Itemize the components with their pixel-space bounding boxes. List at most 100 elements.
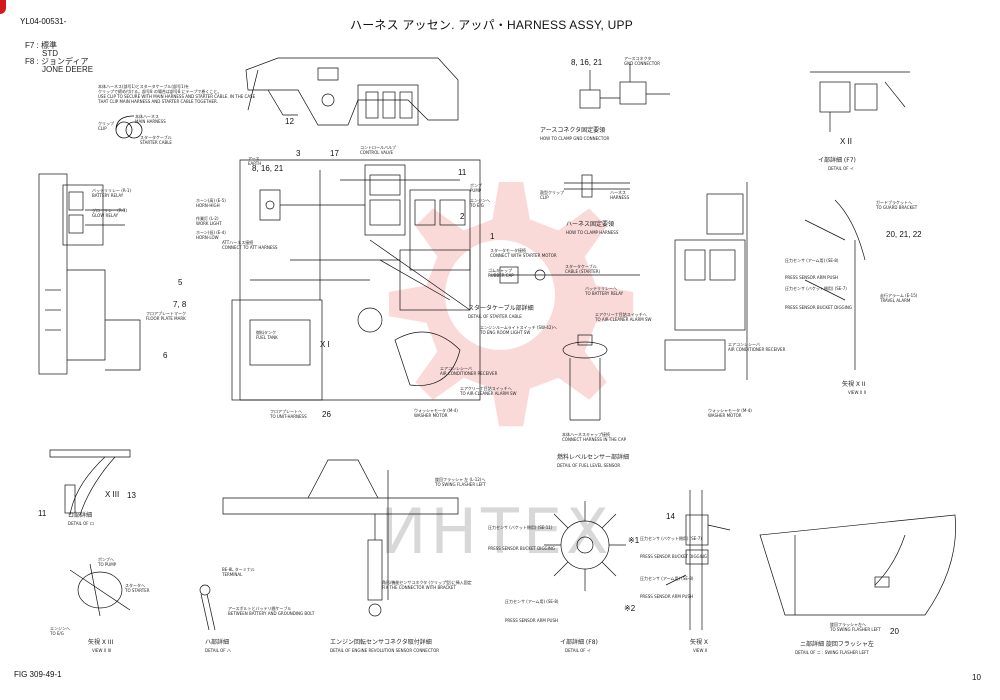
- engine-room-light-label-en: TO ENG ROOM LIGHT SW: [480, 330, 531, 335]
- view-x3-starter-label-en: TO STARTER: [125, 588, 150, 593]
- fuel-connect-label: 本体ハーネスキャップ接続: [562, 432, 610, 437]
- travel-alarm-label-en: TRAVEL ALARM: [880, 298, 911, 303]
- glow-relay-label: グローリレー (R-3): [92, 208, 127, 213]
- starter-detail-title-en: DETAIL OF STARTER CABLE: [468, 314, 522, 319]
- pump-label-en: PUMP: [470, 188, 482, 193]
- watermark-text: ИНТЕХ: [380, 495, 613, 568]
- view-x3-title: 矢視 X III: [88, 639, 114, 646]
- floor-plate-label-en: FLOOR PLATE MARK: [146, 316, 186, 321]
- detail-i-f7-title: イ部詳細 (F7): [818, 157, 856, 164]
- earth-connector-label-en: GND CONNECTOR: [624, 61, 661, 66]
- legend-f7: F7 : 標準: [25, 41, 58, 50]
- detail-ni-callout-20: 20: [890, 627, 899, 636]
- view-x1-marker: X I: [320, 340, 330, 349]
- pump-label: ポンプ: [470, 183, 482, 188]
- detail-i-f7-title-en: DETAIL OF イ: [828, 166, 854, 171]
- view-x2-washer-label: ウォッシャモータ (M-4): [708, 408, 752, 413]
- floor-plate2-label: フロアプレートへ: [270, 409, 302, 414]
- view-x3-drawing: [69, 563, 131, 617]
- press-sensor-arm-label-en: PRESS SENSOR ARM PUSH: [785, 275, 838, 280]
- f8-marker-1: ※1: [628, 536, 640, 545]
- view-x-press-arm-label: 圧力センサ (アーム用) (SE-8): [640, 576, 694, 581]
- detail-ha-drawing: [199, 584, 216, 631]
- att-harness-label: ATTハーネス接続: [222, 240, 254, 245]
- detail-ha-title-en: DETAIL OF ハ: [205, 648, 231, 653]
- control-valve-label-en: CONTROL VALVE: [360, 150, 394, 155]
- guard-bracket-label: ガードブラケットへ: [876, 200, 912, 205]
- view-x2-title-en: VIEW X II: [848, 390, 867, 395]
- clamp-clip-label: 鼓型クリップ: [540, 190, 564, 195]
- control-valve-label: コントロールバルブ: [360, 145, 396, 150]
- detail-i-f7-drawing: [810, 71, 910, 132]
- fuel-sensor-title: 燃料レベルセンサー部詳細: [557, 454, 630, 461]
- engine-swing-flasher-label-en: TO SWING FLASHER LEFT: [435, 482, 486, 487]
- detail-ro-drawing: [49, 449, 131, 516]
- document-id: YL04-00531-: [20, 17, 67, 26]
- callout-6: 6: [163, 351, 168, 360]
- f8-marker-2: ※2: [624, 604, 636, 613]
- aircon-receiver-label: エアコンレシーバ: [440, 366, 472, 371]
- callout-11: 11: [458, 168, 467, 177]
- callout-3: 3: [296, 149, 301, 158]
- detail-ha-terminal-label: BE-8L ターミナル: [222, 567, 255, 572]
- press-sensor-bucket-label-en: PRESS SENSOR BUCKET DIGGING: [785, 305, 852, 310]
- clamp-harness-title-en: HOW TO CLAMP HARNESS: [566, 230, 619, 235]
- to-battery-relay-label-en: TO BATTERY RELAY: [585, 291, 624, 296]
- main-harness-drawing: [231, 159, 481, 401]
- floor-plate-label: フロアプレートマーク: [146, 311, 186, 316]
- detail-ni-title: ニ部詳細 旋回フラッシャ左: [800, 641, 874, 648]
- engine-sensor-title-en: DETAIL OF ENGINE REVOLUTION SENSOR CONNE…: [330, 648, 439, 653]
- view-x-press-bucket-label: 圧力センサ (バケット閉用) (SE-7): [640, 536, 702, 541]
- callout-12: 12: [285, 117, 294, 126]
- detail-ha-terminal-label-en: TERMINAL: [222, 572, 243, 577]
- clip-label-en: CLIP: [98, 126, 107, 131]
- engine-sensor-drawing: [222, 459, 459, 617]
- aircon-receiver-label-en: AIR CONDITIONER RECEIVER: [440, 371, 498, 376]
- clamp-harness-title: ハーネス固定要領: [566, 221, 615, 228]
- clip-note-en: USE CLIP TO SECURE WITH MAIN HARNESS AND…: [98, 94, 256, 99]
- detail-i-f8-title: イ部詳細 (F8): [560, 639, 598, 646]
- clip-note-jp: 本体ハーネス(部号1)とスタータケーブル(部号1)を: [98, 84, 190, 89]
- earth-connector-label: アースコネクタ: [624, 56, 652, 61]
- battery-relay-label: バッテリリレー (R-1): [92, 188, 131, 193]
- air-cleaner-label-en: TO AIR-CLEANER ALARM SW: [595, 317, 652, 322]
- rubber-cap-label-en: RUBBER CAP: [488, 273, 514, 278]
- air-cleaner-label: エアクリーナ目詰スイッチへ: [595, 312, 647, 317]
- starter-cable-drawing: [490, 266, 640, 284]
- clamp-harness-label: ハーネス: [610, 190, 626, 195]
- figure-reference: FIG 309-49-1: [14, 670, 62, 679]
- to-battery-relay-label: バッテリリレーへ: [585, 286, 617, 291]
- detail-i-f7-callout: X II: [840, 137, 853, 146]
- fuel-sensor-drawing: [562, 334, 608, 421]
- engine-top-drawing: [245, 57, 459, 126]
- starter-cable-detail-label: スタータケーブル: [565, 264, 597, 269]
- page-number: 10: [972, 673, 981, 682]
- washer-motor-label-en: WASHER MOTOR: [414, 413, 448, 418]
- detail-ni-drawing: [759, 514, 956, 616]
- legend-f8-sub: JONE DEERE: [42, 65, 94, 74]
- work-light-label-en: WORK LIGHT: [196, 221, 222, 226]
- page-title: ハーネス アッセン. アッパ・HARNESS ASSY, UPP: [350, 18, 633, 32]
- detail-ro-title: ロ部詳細: [68, 512, 93, 519]
- view-x-drawing: [665, 490, 731, 630]
- engine-label-en: TO E/G: [470, 203, 484, 208]
- callout-8-16-21: 8, 16, 21: [252, 164, 284, 173]
- work-light-label: 作業灯 (L-2): [196, 216, 219, 221]
- starter-motor-label: スタータモータ接続: [490, 248, 526, 253]
- detail-ha-earth-cable-label: アースボルトとバッテリ間ケーブル: [228, 606, 292, 611]
- earth-connector-drawing: [579, 64, 670, 109]
- detail-i-f8-drawing: [544, 501, 626, 591]
- starter-cable-detail-label-en: CABLE (STARTER): [565, 269, 601, 274]
- engine-sensor-title: エンジン回転センサコネクタ取付詳細: [330, 639, 432, 646]
- horn-high-label: ホーン(高) (E-5): [196, 198, 226, 203]
- detail-i-f8-title-en: DETAIL OF イ: [565, 648, 591, 653]
- rubber-cap-label: ゴムキャップ: [488, 268, 512, 273]
- view-x3-pump-label: ポンプへ: [98, 557, 114, 562]
- clip-label: クリップ: [98, 121, 114, 126]
- detail-ni-swing-flasher-label: 旋回フラッシャ左へ: [830, 622, 866, 627]
- callout-17: 17: [330, 149, 339, 158]
- starter-cable-label: スタータケーブル: [140, 135, 172, 140]
- view-x3-title-en: VIEW X III: [92, 648, 112, 653]
- main-harness-label-en: MAIN HARNESS: [135, 119, 166, 124]
- view-x3-pump-label-en: TO PUMP: [98, 562, 117, 567]
